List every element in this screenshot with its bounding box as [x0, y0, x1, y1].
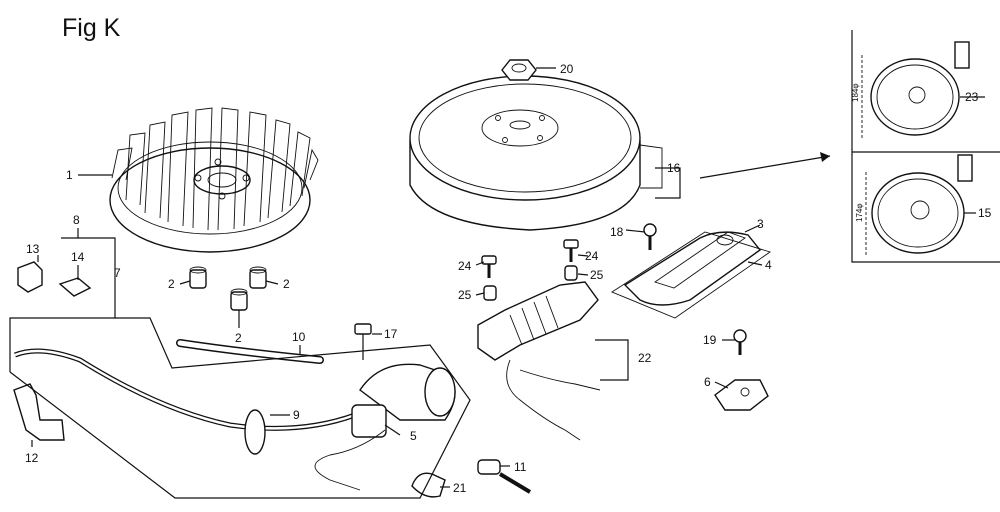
tube-part — [176, 339, 324, 364]
callout-2a: 2 — [168, 277, 175, 291]
callout-9: 9 — [293, 408, 300, 422]
callout-1: 1 — [66, 168, 73, 182]
flywheel-part — [409, 75, 663, 231]
cover-part — [611, 231, 772, 319]
callout-2b: 2 — [283, 277, 290, 291]
exciter-coil-part — [477, 281, 601, 441]
dimension-label-15: 174φ — [855, 203, 864, 222]
callout-2c: 2 — [235, 331, 242, 345]
terminal-connector-part — [477, 459, 532, 494]
figure-title: Fig K — [62, 14, 121, 42]
callout-13: 13 — [26, 242, 40, 256]
callout-10: 10 — [292, 330, 306, 344]
callout-3: 3 — [757, 217, 764, 231]
callout-14: 14 — [71, 250, 85, 264]
callout-23: 23 — [965, 90, 979, 104]
callout-15: 15 — [978, 206, 992, 220]
flywheel-nut-part — [501, 59, 537, 81]
callout-25a: 25 — [458, 288, 472, 302]
connector-part — [17, 261, 92, 297]
inset-frame — [851, 30, 1000, 263]
callout-4: 4 — [765, 258, 772, 272]
callout-7: 7 — [114, 266, 121, 280]
callout-8: 8 — [73, 213, 80, 227]
callout-25b: 25 — [590, 268, 604, 282]
leader-lines — [9, 67, 985, 499]
callout-17: 17 — [384, 327, 398, 341]
screw-part — [643, 223, 657, 250]
callout-6: 6 — [704, 375, 711, 389]
callout-labels: 1 2 2 2 3 4 5 6 7 8 9 10 11 12 13 14 15 … — [25, 62, 992, 495]
plug-cap-part — [13, 383, 65, 441]
screw-part-19 — [733, 329, 747, 355]
dimension-label-23: 184φ — [851, 83, 860, 102]
callout-19: 19 — [703, 333, 717, 347]
callout-18: 18 — [610, 225, 624, 239]
callout-16: 16 — [667, 161, 681, 175]
clamp-part — [411, 472, 446, 498]
bolt-collar-part — [481, 239, 579, 301]
callout-21: 21 — [453, 481, 467, 495]
ignition-coil-part — [314, 363, 456, 491]
callout-22: 22 — [638, 351, 652, 365]
callout-24a: 24 — [458, 259, 472, 273]
callout-5: 5 — [410, 429, 417, 443]
callout-11: 11 — [514, 460, 527, 474]
bolt-part — [354, 323, 372, 360]
callout-24b: 24 — [585, 249, 599, 263]
callout-20: 20 — [560, 62, 574, 76]
breaker-point-part — [714, 379, 769, 411]
collar-part — [189, 266, 267, 311]
cooling-fan-part — [109, 107, 319, 253]
high-tension-lead-part — [14, 348, 356, 455]
callout-12: 12 — [25, 451, 39, 465]
